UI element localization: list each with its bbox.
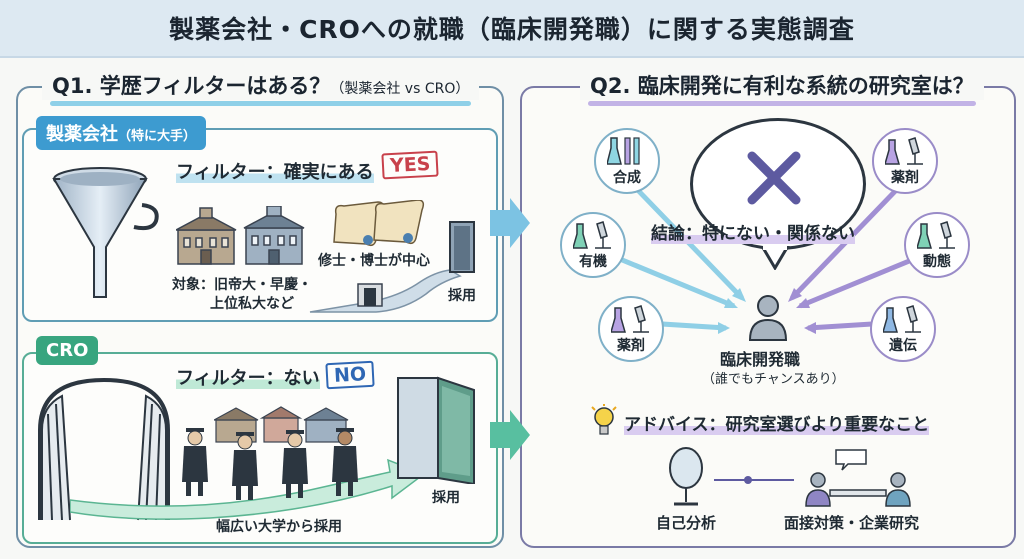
lab-label-left-0: 合成: [613, 169, 641, 186]
page-title: 製薬会社・CROへの就職（臨床開発職）に関する実態調査: [169, 15, 855, 44]
lab-label-left-1: 有機: [579, 253, 607, 270]
person-sub: （誰でもチャンスあり）: [702, 372, 845, 387]
microscope-icon: [573, 220, 611, 249]
cro-filter-label: フィルター：ない: [176, 364, 320, 390]
pharma-target-1: 対象：旧帝大・早慶・: [172, 277, 312, 293]
pharma-tag-text: 製薬会社: [46, 124, 118, 145]
conclusion-label: 結論：特にない・関係ない: [651, 219, 855, 244]
path-icon: [70, 458, 426, 520]
cro-hire: 採用: [432, 490, 460, 506]
cro-caption: 幅広い大学から採用: [216, 519, 342, 535]
mirror-icon: [669, 447, 703, 506]
gate-icon: [38, 377, 170, 521]
meeting-icon: [805, 449, 911, 507]
lab-circle-pharmaceutics: 薬剤: [598, 296, 664, 362]
lab-circle-pharmacology: 薬剤: [872, 128, 938, 194]
arrow-right-icon: [490, 198, 530, 248]
campus-icon: [214, 406, 349, 443]
advice-item-1: 面接対策・企業研究: [784, 514, 920, 532]
advice-illustration: [669, 447, 911, 507]
lab-circle-organic: 有機: [560, 212, 626, 278]
pharma-hire: 採用: [448, 288, 476, 304]
lab-circle-genetics: 遺伝: [870, 296, 936, 362]
advice-label: アドバイス：研究室選びより重要なこと: [624, 410, 930, 435]
lab-label-left-2: 薬剤: [617, 337, 645, 354]
advice-item-0: 自己分析: [656, 514, 717, 532]
person-icon: [748, 295, 788, 341]
arrow-right-green-icon: [490, 410, 530, 460]
bubble-tail: [760, 246, 790, 270]
q2-heading-text: Q2. 臨床開発に有利な系統の研究室は？: [590, 74, 974, 98]
q1-heading-small: （製薬会社 vs CRO）: [330, 81, 470, 97]
cro-tag-text: CRO: [46, 340, 89, 361]
person-label: 臨床開発職: [720, 350, 801, 369]
lab-label-right-2: 遺伝: [889, 337, 917, 354]
pharma-target-2: 上位私大など: [210, 296, 294, 312]
cross-icon: [747, 151, 801, 205]
conclusion-text: 結論：特にない・関係ない: [651, 224, 855, 244]
cro-door-icon: [397, 376, 475, 484]
advice-text: アドバイス：研究室選びより重要なこと: [624, 415, 930, 435]
yes-stamp: YES: [381, 150, 440, 180]
lab-circle-synthesis: 合成: [594, 128, 660, 194]
pharma-tag: 製薬会社（特に大手）: [36, 116, 207, 150]
pharma-filter-label: フィルター：確実にある: [176, 158, 374, 184]
pharma-degree: 修士・博士が中心: [318, 253, 430, 269]
university-icon: [176, 206, 305, 265]
lab-label-right-0: 薬剤: [891, 169, 919, 186]
lab-label-right-1: 動態: [923, 253, 951, 270]
lightbulb-icon: [591, 404, 617, 435]
pharma-filter-text: フィルター：確実にある: [176, 162, 374, 183]
cro-filter-text: フィルター：ない: [176, 368, 320, 389]
lab-circle-kinetics: 動態: [904, 212, 970, 278]
pharma-tag-small: （特に大手）: [118, 129, 197, 144]
microscope-icon: [611, 304, 649, 333]
microscope-icon: [885, 136, 923, 165]
cro-tag: CRO: [36, 336, 99, 365]
title-bar: 製薬会社・CROへの就職（臨床開発職）に関する実態調査: [0, 0, 1024, 58]
flask-icon: [607, 136, 640, 165]
door-icon: [309, 221, 475, 313]
microscope-icon: [917, 220, 955, 249]
q1-heading: Q1. 学歴フィルターはある？（製薬会社 vs CRO）: [42, 70, 480, 106]
no-stamp: NO: [325, 360, 375, 390]
funnel-icon: [52, 167, 159, 298]
q1-heading-text: Q1. 学歴フィルターはある？: [52, 74, 331, 98]
diploma-icon: [333, 200, 425, 247]
graduate-icon: [182, 428, 358, 500]
microscope-icon: [883, 304, 921, 333]
q2-heading: Q2. 臨床開発に有利な系統の研究室は？: [580, 70, 984, 106]
